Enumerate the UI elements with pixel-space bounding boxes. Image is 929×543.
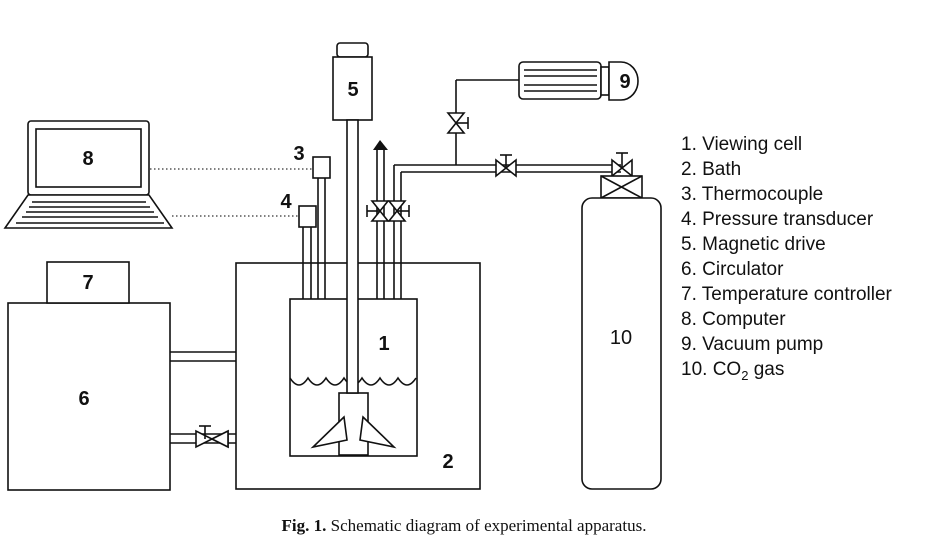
thermocouple: 3: [293, 143, 331, 299]
cylinder-valve-icon: [611, 152, 633, 178]
legend-item: 8. Computer: [681, 309, 786, 330]
pressure-transducer: 4: [280, 191, 317, 299]
vent-arrow-icon: [373, 140, 388, 150]
circulator-pipes: [170, 351, 236, 449]
vent-line: [366, 140, 390, 299]
label-6: 6: [78, 388, 89, 410]
legend: 1. Viewing cell 2. Bath 3. Thermocouple …: [681, 134, 893, 383]
co2-cylinder: 10: [581, 175, 662, 490]
label-9: 9: [619, 71, 630, 93]
vacuum-pump: 9: [518, 61, 639, 101]
label-2: 2: [442, 451, 453, 473]
figure-caption: Fig. 1. Schematic diagram of experimenta…: [282, 516, 647, 535]
inlet-valve-icon: [387, 200, 410, 222]
label-4: 4: [280, 191, 292, 213]
circulator: 6: [7, 302, 171, 491]
circulator-valve-icon: [195, 425, 229, 449]
vacuum-valve-icon: [446, 112, 469, 134]
legend-item: 7. Temperature controller: [681, 284, 893, 305]
legend-item: 6. Circulator: [681, 259, 784, 280]
label-8: 8: [82, 148, 93, 170]
computer: 8: [3, 120, 313, 229]
legend-item: 5. Magnetic drive: [681, 234, 826, 255]
temperature-controller: 7: [46, 261, 130, 304]
legend-item: 4. Pressure transducer: [681, 209, 874, 230]
legend-item: 9. Vacuum pump: [681, 334, 823, 355]
vent-valve-icon: [366, 200, 390, 222]
magnetic-drive: 5: [332, 42, 373, 394]
label-5: 5: [347, 79, 358, 101]
label-10: 10: [610, 327, 632, 349]
label-3: 3: [293, 143, 304, 165]
label-7: 7: [82, 272, 93, 294]
legend-item: 1. Viewing cell: [681, 134, 802, 155]
stirrer: [310, 392, 397, 456]
label-1: 1: [378, 333, 389, 355]
legend-item: 3. Thermocouple: [681, 184, 823, 205]
legend-item-co2: 10. CO2 gas: [681, 359, 784, 383]
line-valve-icon: [495, 154, 517, 178]
gas-line: [387, 79, 633, 299]
legend-item: 2. Bath: [681, 159, 741, 180]
